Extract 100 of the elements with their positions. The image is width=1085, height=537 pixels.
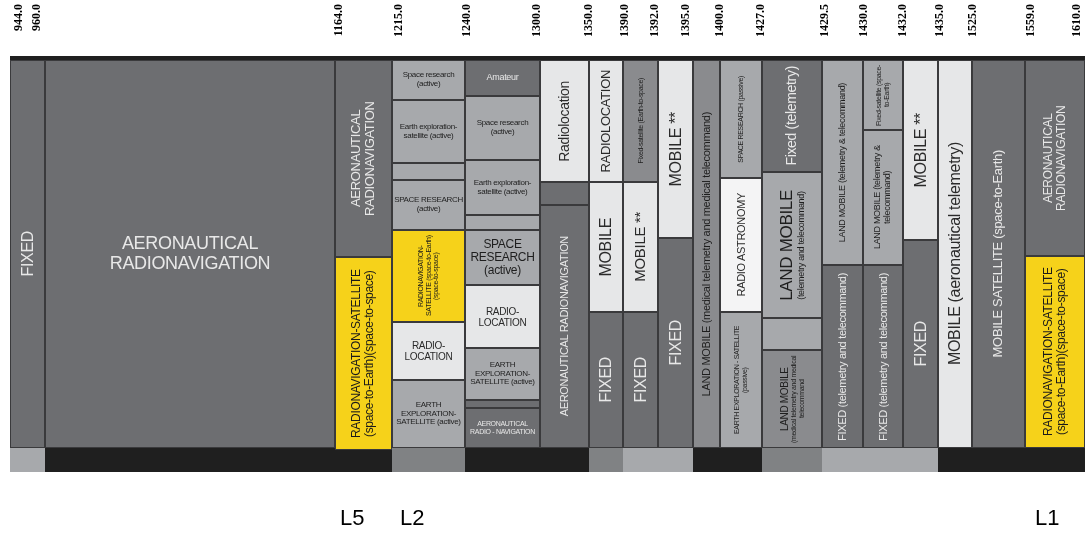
allocation-cell — [465, 230, 540, 285]
allocation-cell — [822, 60, 863, 265]
frequency-label: 1400.0 — [713, 4, 725, 37]
allocation-cell — [903, 240, 938, 448]
allocation-cell — [589, 182, 623, 312]
allocation-label: MOBILE ** — [632, 212, 649, 282]
band-filler — [465, 400, 540, 408]
frequency-label: 1350.0 — [582, 4, 594, 37]
allocation-cell — [762, 172, 822, 318]
allocation-label: LAND MOBILE — [778, 366, 790, 433]
frequency-label: 1559.0 — [1024, 4, 1036, 37]
allocation-label: Space research (active) — [401, 71, 456, 89]
band-name: L5 — [340, 505, 365, 531]
allocation-cell — [392, 230, 465, 322]
allocation-label: AERONAUTICAL RADIONAVIGATION — [349, 100, 378, 218]
allocation-cell — [623, 182, 658, 312]
allocation-cell — [1025, 60, 1085, 256]
allocation-label: AERONAUTICAL RADIONAVIGATION — [1041, 104, 1069, 213]
allocation-label: Earth exploration-satellite (active) — [472, 178, 533, 197]
allocation-cell — [392, 60, 465, 100]
frequency-label: 1430.0 — [857, 4, 869, 37]
allocation-label: LAND MOBILE (telemetry & telecommand) — [837, 82, 848, 243]
band-filler — [762, 318, 822, 350]
allocation-cell — [45, 60, 335, 448]
allocation-label: SPACE RESEARCH (active) — [469, 237, 536, 278]
allocation-label: FIXED — [631, 357, 650, 403]
allocation-cell — [903, 60, 938, 240]
band-filler — [540, 182, 589, 205]
allocation-cell — [658, 60, 693, 238]
allocation-label: AERONAUTICAL RADIONAVIGATION — [558, 236, 571, 417]
allocation-cell — [540, 205, 589, 448]
allocation-cell — [465, 408, 540, 448]
allocation-cell — [392, 380, 465, 448]
allocation-cell — [465, 160, 540, 215]
allocation-cell — [589, 60, 623, 182]
allocation-cell — [623, 60, 658, 182]
allocation-label: RADIO-LOCATION — [477, 305, 528, 328]
allocation-cell — [822, 265, 863, 448]
allocation-label: LAND MOBILE (medical telemetry and medical telecommand) — [700, 111, 713, 397]
allocation-label: EARTH EXPLORATION-SATELLITE (active) — [469, 360, 536, 388]
allocation-label: Radiolocation — [556, 80, 573, 162]
allocation-label: LAND MOBILE (telemetry & telecommand) — [873, 144, 893, 252]
allocation-label: MOBILE ** — [911, 112, 930, 188]
allocation-label: MOBILE ** — [666, 111, 685, 187]
allocation-label: FIXED — [18, 231, 37, 277]
allocation-label: EARTH EXPLORATION-SATELLITE (active) — [395, 400, 462, 428]
allocation-cell — [465, 60, 540, 96]
frequency-label: 1610.0 — [1070, 4, 1082, 37]
allocation-cell — [10, 60, 45, 448]
allocation-label: RADIONAVIGATION-SATELLITE (space-to-Earth)(space-to-space) — [350, 268, 377, 440]
frequency-label: 1300.0 — [530, 4, 542, 37]
allocation-label: Earth exploration-satellite (active) — [398, 122, 459, 141]
allocation-label: RADIO ASTRONOMY — [734, 193, 748, 297]
allocation-label: FIXED — [911, 321, 930, 367]
allocation-cell — [540, 60, 589, 182]
allocation-label: MOBILE (aeronautical telemetry) — [946, 142, 964, 366]
frequency-label: 1525.0 — [966, 4, 978, 37]
allocation-cell — [392, 322, 465, 380]
allocation-cell — [863, 60, 903, 130]
allocation-label: Amateur — [486, 73, 519, 83]
allocation-label: AERONAUTICAL RADIONAVIGATION — [108, 234, 272, 274]
allocation-cell — [762, 350, 822, 448]
allocation-label: Space research (active) — [475, 119, 530, 137]
allocation-label: MOBILE — [597, 217, 615, 277]
band-filler — [465, 215, 540, 230]
frequency-label: 1390.0 — [618, 4, 630, 37]
band-name: L1 — [1035, 505, 1060, 531]
allocation-label: FIXED (telemetry and telecommand) — [836, 272, 849, 441]
frequency-label: 1432.0 — [896, 4, 908, 37]
allocation-label: FIXED (telemetry and telecommand) — [876, 272, 890, 441]
band-name: L2 — [400, 505, 425, 531]
allocation-cell — [938, 60, 972, 448]
allocation-label: MOBILE SATELLITE (space-to-Earth) — [991, 150, 1006, 358]
allocation-cell — [972, 60, 1025, 448]
allocation-label: Fixed (telemetry) — [784, 66, 800, 166]
allocation-cell — [658, 238, 693, 448]
allocation-cell — [863, 265, 903, 448]
allocation-cell — [720, 60, 762, 178]
allocation-cell — [335, 60, 392, 257]
allocation-label: SPACE RESEARCH (active) — [394, 196, 463, 214]
allocation-cell — [1025, 256, 1085, 448]
allocation-cell — [720, 178, 762, 312]
allocation-cell — [392, 180, 465, 230]
allocation-cell — [465, 96, 540, 160]
allocation-cell — [762, 60, 822, 172]
allocation-cell — [863, 130, 903, 265]
allocation-label: RADIONAVIGATION-SATELLITE (space-to-Earth)(space-to-space) — [1041, 266, 1069, 439]
frequency-label: 1392.0 — [648, 4, 660, 37]
allocation-label: RADIO-LOCATION — [403, 340, 454, 362]
allocation-cell — [623, 312, 658, 448]
frequency-label: 1215.0 — [392, 4, 404, 37]
band-filler — [392, 163, 465, 180]
frequency-label: 960.0 — [30, 4, 42, 31]
allocation-cell — [589, 312, 623, 448]
allocation-cell — [465, 348, 540, 400]
allocation-label: RADIOLOCATION — [598, 69, 614, 173]
allocation-cell — [693, 60, 720, 448]
frequency-label: 1395.0 — [679, 4, 691, 37]
allocation-label: LAND MOBILE — [777, 189, 797, 301]
frequency-label: 1164.0 — [332, 4, 344, 37]
